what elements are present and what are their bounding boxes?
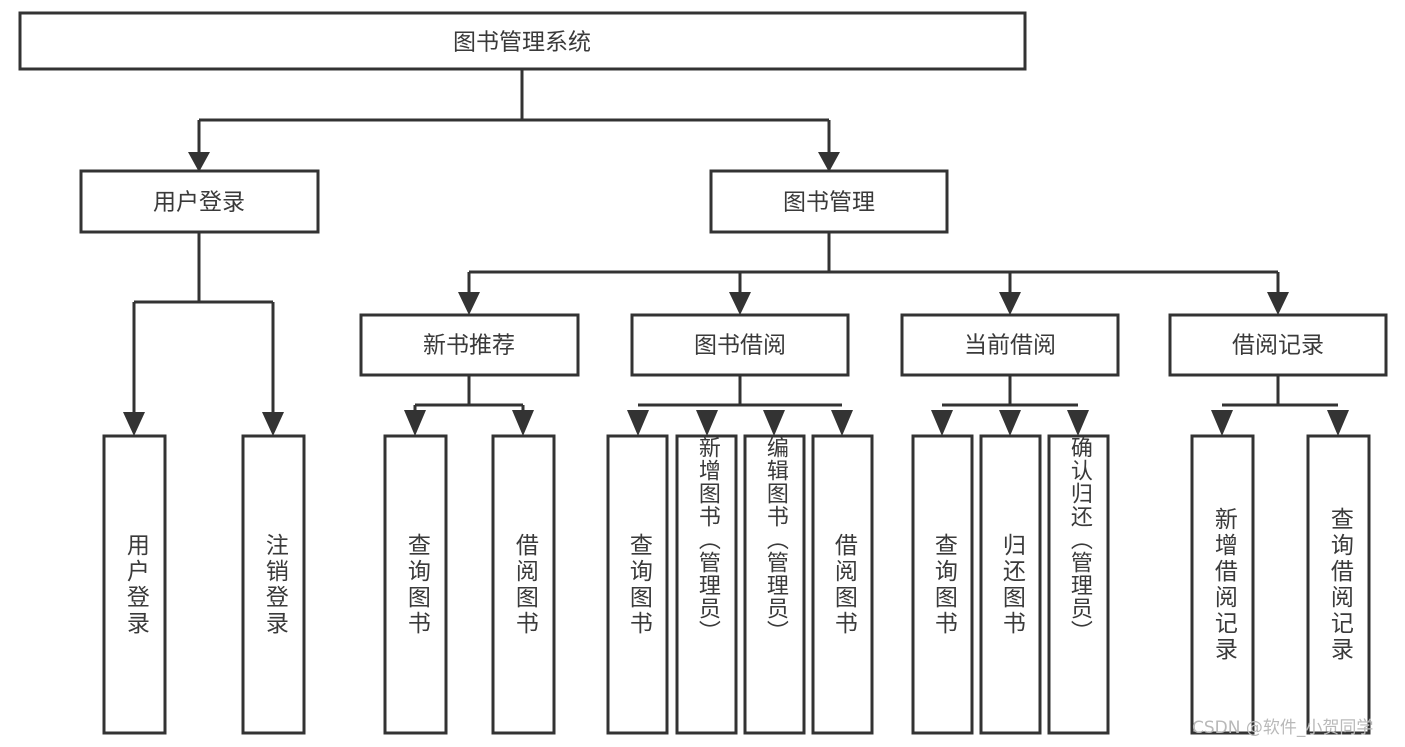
arrow-leaf-borrow-book-2 bbox=[831, 410, 853, 436]
node-book-manage-label: 图书管理 bbox=[783, 190, 875, 216]
leaf-box-edit-book[interactable] bbox=[743, 434, 806, 735]
node-new-book-rec-label: 新书推荐 bbox=[423, 333, 515, 359]
node-user-login-box[interactable] bbox=[79, 169, 320, 234]
arrow-leaf-user-logout bbox=[262, 412, 284, 436]
node-book-manage[interactable]: 图书管理 bbox=[709, 169, 949, 234]
node-user-login-label: 用户登录 bbox=[153, 190, 245, 216]
node-current-borrow[interactable]: 当前借阅 bbox=[900, 313, 1120, 377]
edge-group-user-login bbox=[123, 232, 284, 436]
node-borrow-record[interactable]: 借阅记录 bbox=[1168, 313, 1388, 377]
arrow-leaf-query-book-2 bbox=[627, 410, 649, 436]
leaf-box-return-book[interactable] bbox=[979, 434, 1042, 735]
leaf-box-borrow-book-1[interactable] bbox=[491, 434, 556, 735]
arrow-leaf-borrow-book-1 bbox=[512, 410, 534, 436]
leaf-box-confirm-return[interactable] bbox=[1047, 434, 1110, 735]
arrow-to-current-borrow bbox=[999, 292, 1021, 315]
node-current-borrow-box[interactable] bbox=[900, 313, 1120, 377]
node-root[interactable]: 图书管理系统 bbox=[18, 11, 1027, 71]
leaf-box-query-book-1[interactable] bbox=[383, 434, 448, 735]
leaf-box-query-book-2[interactable] bbox=[606, 434, 669, 735]
arrow-leaf-query-record bbox=[1327, 410, 1349, 436]
node-current-borrow-label: 当前借阅 bbox=[964, 333, 1056, 359]
arrow-to-borrow-record bbox=[1267, 292, 1289, 315]
node-book-borrow-label: 图书借阅 bbox=[694, 333, 786, 359]
arrow-leaf-edit-book bbox=[763, 410, 785, 436]
arrow-leaf-query-book-1 bbox=[404, 410, 426, 436]
leaf-box-add-record[interactable] bbox=[1190, 434, 1255, 735]
node-root-box[interactable] bbox=[18, 11, 1027, 71]
leaf-box-user-login[interactable] bbox=[102, 434, 167, 735]
arrow-leaf-return-book bbox=[999, 410, 1021, 436]
node-book-borrow-box[interactable] bbox=[630, 313, 850, 377]
edge-group-book-manage bbox=[458, 232, 1289, 315]
edge-group-current-borrow bbox=[931, 375, 1089, 436]
node-new-book-rec[interactable]: 新书推荐 bbox=[359, 313, 580, 377]
edge-group-new-book-rec bbox=[404, 375, 534, 436]
leaf-boxes bbox=[102, 434, 1371, 735]
watermark-text: CSDN @软件_小贺同学 bbox=[1192, 718, 1374, 738]
edge-group-borrow-record bbox=[1211, 375, 1349, 436]
arrow-leaf-confirm-return bbox=[1067, 410, 1089, 436]
arrow-leaf-add-record bbox=[1211, 410, 1233, 436]
arrow-to-book-borrow bbox=[729, 292, 751, 315]
edge-group-root bbox=[188, 68, 840, 172]
arrow-leaf-user-login bbox=[123, 412, 145, 436]
arrow-to-book-manage bbox=[818, 152, 840, 172]
node-new-book-rec-box[interactable] bbox=[359, 313, 580, 377]
arrow-leaf-add-book bbox=[696, 410, 718, 436]
node-user-login[interactable]: 用户登录 bbox=[79, 169, 320, 234]
node-borrow-record-box[interactable] bbox=[1168, 313, 1388, 377]
edge-group-book-borrow bbox=[627, 375, 853, 436]
node-book-manage-box[interactable] bbox=[709, 169, 949, 234]
leaf-box-add-book[interactable] bbox=[675, 434, 738, 735]
node-book-borrow[interactable]: 图书借阅 bbox=[630, 313, 850, 377]
leaf-box-query-book-3[interactable] bbox=[911, 434, 974, 735]
node-borrow-record-label: 借阅记录 bbox=[1232, 333, 1324, 359]
leaf-box-user-logout[interactable] bbox=[241, 434, 306, 735]
leaf-box-borrow-book-2[interactable] bbox=[811, 434, 874, 735]
arrow-to-new-book-rec bbox=[458, 292, 480, 315]
leaf-box-query-record[interactable] bbox=[1306, 434, 1371, 735]
arrow-to-user-login bbox=[188, 152, 210, 172]
node-root-label: 图书管理系统 bbox=[453, 30, 591, 56]
arrow-leaf-query-book-3 bbox=[931, 410, 953, 436]
